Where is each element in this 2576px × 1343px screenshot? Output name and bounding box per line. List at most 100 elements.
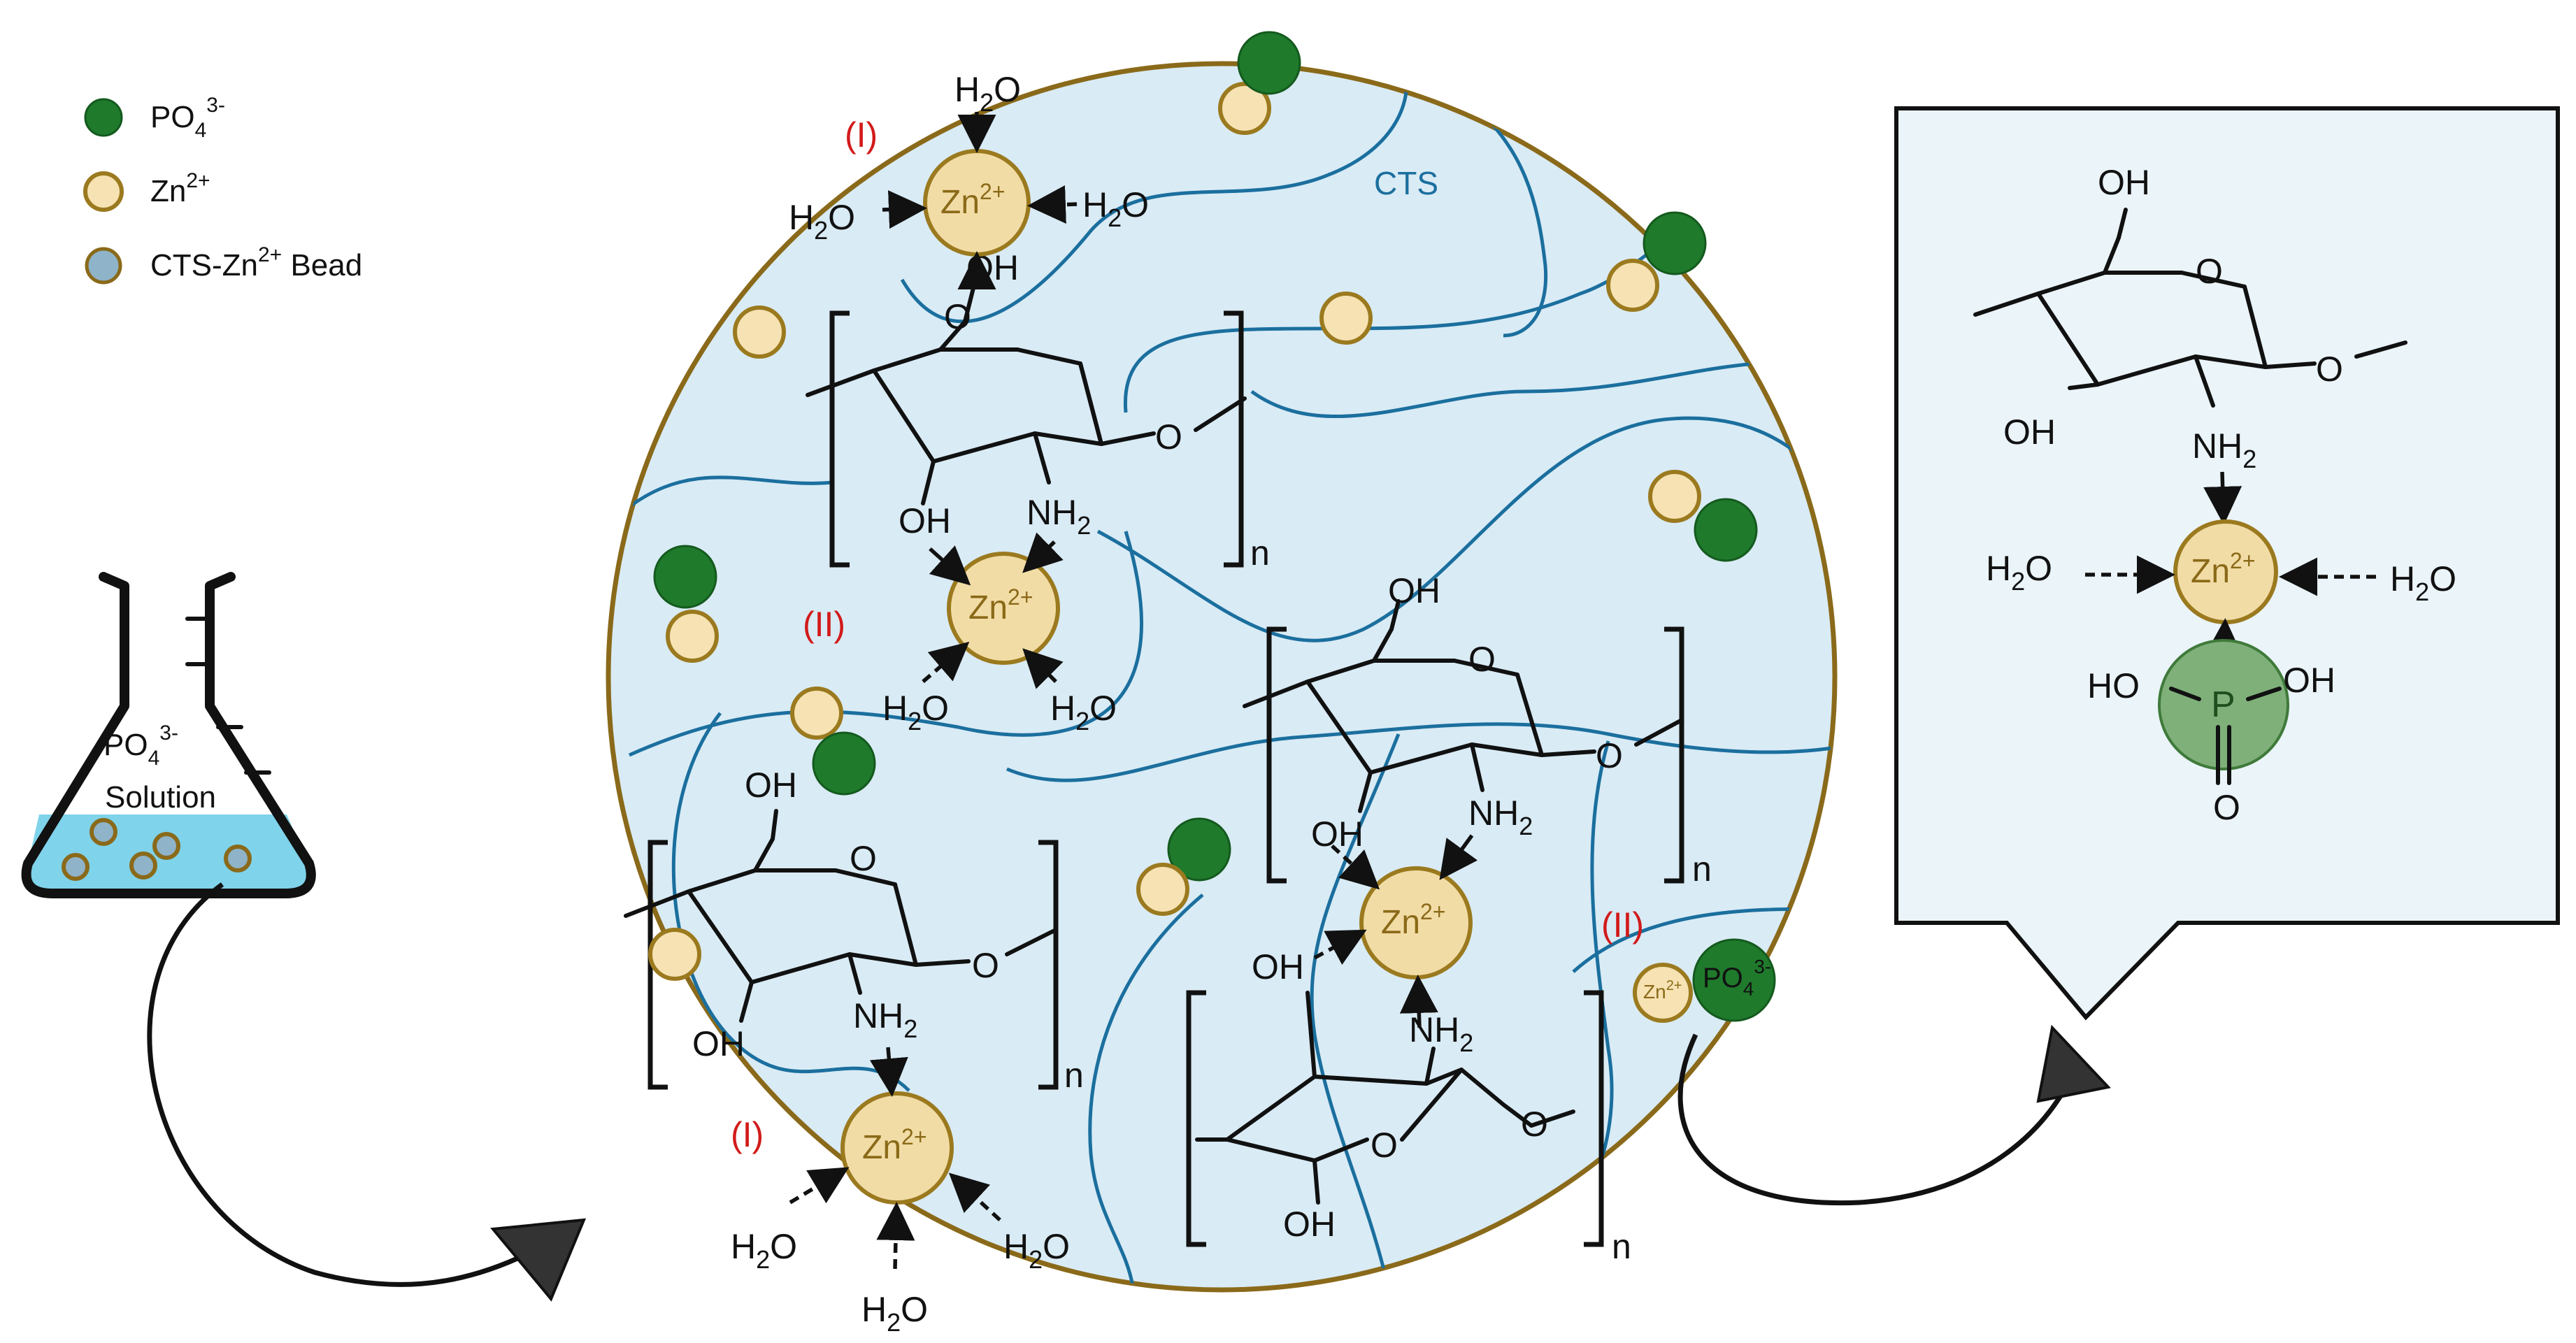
svg-text:OH: OH bbox=[2003, 412, 2056, 452]
nh2-c: NH2 bbox=[1409, 1010, 1473, 1057]
scattered-ions bbox=[648, 31, 1758, 981]
po4-ion bbox=[812, 731, 876, 796]
po4-ion bbox=[1694, 498, 1758, 562]
svg-text:OH: OH bbox=[899, 501, 951, 540]
svg-text:H2O: H2O bbox=[954, 70, 1021, 117]
svg-text:OH: OH bbox=[745, 766, 797, 805]
zn-ion bbox=[1648, 470, 1701, 523]
zn-ion-label: Zn2+ bbox=[940, 179, 1006, 221]
legend: PO43- Zn2+ CTS-Zn2+ Bead bbox=[83, 94, 362, 285]
zn-ion bbox=[648, 928, 701, 981]
flask-solution-word: Solution bbox=[105, 780, 216, 814]
legend-po4-label: PO43- bbox=[150, 94, 225, 142]
svg-text:H2O: H2O bbox=[1986, 549, 2052, 596]
zn-site-I-bottom: (I) Zn2+ H2O H2O H2O bbox=[731, 1047, 1070, 1337]
zn-site-II-surface: (II) Zn2+ PO43- bbox=[1601, 905, 1776, 1023]
svg-text:H2O: H2O bbox=[1082, 185, 1149, 232]
site-label-II-top: (II) bbox=[803, 605, 845, 644]
zn-ion-label: Zn2+ bbox=[968, 584, 1033, 626]
zn-site-II-middle: Zn2+ bbox=[1313, 834, 1478, 1028]
repeat-n-a: n bbox=[1250, 533, 1270, 573]
zn-ion bbox=[790, 687, 843, 740]
callout-zn-complex: Zn2+ H2O H2O P HO OH O bbox=[1986, 471, 2456, 827]
svg-text:O: O bbox=[944, 297, 971, 336]
flask-outline bbox=[21, 572, 316, 898]
svg-text:O: O bbox=[850, 839, 877, 878]
callout-zn-label: Zn2+ bbox=[2191, 548, 2256, 590]
zn-ion-label: Zn2+ bbox=[1381, 899, 1446, 941]
repeat-n-d: n bbox=[1064, 1056, 1084, 1095]
svg-text:P: P bbox=[2211, 684, 2235, 725]
zn-site-II-top: (II) Zn2+ H2O H2O bbox=[803, 532, 1117, 735]
po4-ion bbox=[1167, 817, 1231, 882]
svg-text:HO: HO bbox=[2087, 666, 2140, 705]
po4-ion bbox=[1237, 31, 1301, 95]
chitosan-unit-a: n O OH O OH NH2 bbox=[806, 248, 1270, 573]
repeat-n-b: n bbox=[1692, 849, 1712, 889]
svg-text:OH: OH bbox=[2098, 163, 2150, 202]
callout-phosphate bbox=[2158, 639, 2289, 770]
cts-label: CTS bbox=[1374, 165, 1438, 201]
chitosan-unit-b: n O OH O OH NH2 bbox=[1243, 571, 1712, 889]
svg-text:H2O: H2O bbox=[789, 198, 855, 245]
svg-text:O: O bbox=[1468, 640, 1496, 679]
legend-zn-label: Zn2+ bbox=[150, 169, 210, 208]
svg-text:O: O bbox=[2196, 252, 2223, 291]
callout-nh2: NH2 bbox=[2192, 426, 2256, 473]
zn-ion bbox=[1606, 259, 1659, 312]
zn-ion bbox=[733, 306, 786, 359]
arrow-flask-to-bead bbox=[147, 882, 587, 1302]
svg-text:O: O bbox=[972, 946, 999, 985]
flask-beads bbox=[62, 818, 252, 881]
svg-text:H2O: H2O bbox=[861, 1290, 928, 1337]
zn-ion bbox=[1218, 82, 1271, 135]
zn-ion bbox=[1136, 863, 1189, 916]
chitosan-unit-d: n O OH O OH NH2 bbox=[624, 766, 1084, 1095]
callout: O OH O OH NH2 Zn2+ H2O H2O P HO OH O bbox=[1894, 106, 2560, 1021]
legend-po4-dot bbox=[84, 98, 123, 137]
nh2-b: NH2 bbox=[1468, 793, 1533, 840]
flask: PO43- Solution bbox=[21, 572, 316, 898]
svg-text:O: O bbox=[2316, 350, 2343, 389]
zn-ion bbox=[1319, 292, 1373, 345]
legend-bead-dot bbox=[85, 247, 122, 285]
legend-bead-label: CTS-Zn2+ Bead bbox=[150, 243, 362, 282]
zn-ion-label: Zn2+ bbox=[862, 1124, 927, 1166]
svg-text:O: O bbox=[1596, 736, 1623, 775]
svg-text:OH: OH bbox=[1311, 814, 1364, 854]
zn-ion bbox=[666, 610, 719, 663]
site-label-I-top: (I) bbox=[845, 115, 878, 155]
svg-text:PO43-: PO43- bbox=[1703, 956, 1771, 1000]
surface-po4 bbox=[1692, 938, 1776, 1022]
site-label-II-surface: (II) bbox=[1601, 905, 1644, 945]
svg-text:H2O: H2O bbox=[882, 689, 949, 735]
chitosan-unit-c: n O O OH NH2 OH bbox=[1186, 947, 1631, 1266]
svg-text:O: O bbox=[1155, 417, 1182, 457]
repeat-n-c: n bbox=[1612, 1227, 1631, 1266]
svg-text:O: O bbox=[2213, 788, 2240, 827]
zn-site-I-top: (I) Zn2+ H2O H2O H2O bbox=[789, 70, 1149, 289]
svg-text:H2O: H2O bbox=[1003, 1227, 1070, 1274]
cts-chains bbox=[628, 69, 1833, 1287]
small-zn bbox=[1633, 963, 1693, 1023]
svg-text:OH: OH bbox=[1252, 947, 1304, 986]
flask-solution-formula: PO43- bbox=[103, 721, 178, 770]
svg-text:H2O: H2O bbox=[2390, 559, 2456, 606]
svg-text:OH: OH bbox=[2283, 661, 2335, 700]
nh2-d: NH2 bbox=[853, 996, 917, 1043]
svg-text:O: O bbox=[1521, 1105, 1548, 1144]
callout-chitosan: O OH O OH NH2 bbox=[1973, 163, 2407, 473]
bead-body bbox=[606, 61, 1838, 1293]
svg-text:OH: OH bbox=[692, 1024, 745, 1063]
site-label-I-bottom: (I) bbox=[731, 1115, 764, 1154]
arrow-bead-to-callout bbox=[1677, 1024, 2111, 1206]
svg-text:O: O bbox=[1371, 1126, 1398, 1165]
svg-text:OH: OH bbox=[1283, 1205, 1336, 1244]
nh2-a: NH2 bbox=[1026, 493, 1091, 540]
po4-ion bbox=[1643, 211, 1707, 275]
svg-text:OH: OH bbox=[1388, 571, 1440, 610]
svg-text:H2O: H2O bbox=[1050, 689, 1117, 735]
svg-text:H2O: H2O bbox=[731, 1227, 797, 1274]
legend-zn-dot bbox=[83, 171, 124, 212]
